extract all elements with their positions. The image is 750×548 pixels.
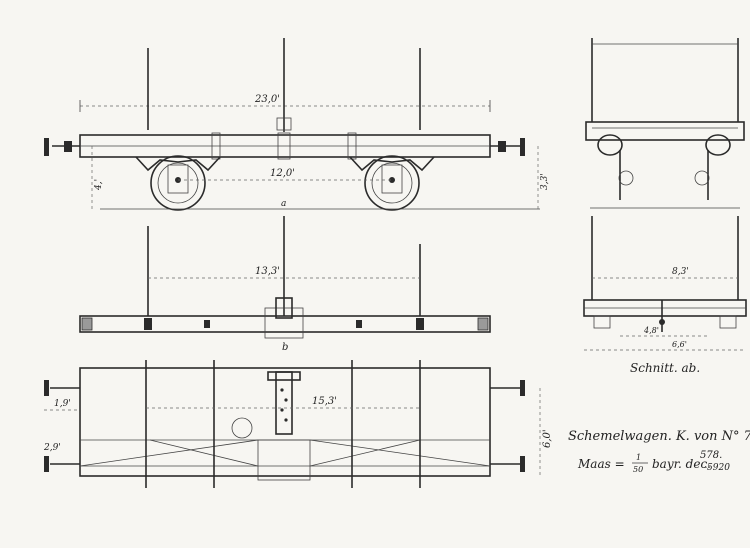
end-track-gauge-label: 4,8'	[643, 326, 659, 335]
title-scale-prefix: Maas =	[577, 457, 625, 471]
side-overall-height-label: 3,3'	[540, 173, 550, 190]
side-buffer-height-label: 4,'	[94, 179, 104, 191]
section-caption: Schnitt. ab.	[630, 361, 700, 375]
beam-section: 13,3' b	[79, 216, 491, 353]
plan-lower-left-label: 2,9'	[43, 443, 61, 453]
section-mark-b: b	[282, 342, 288, 353]
title-number-bottom: -5920	[704, 463, 730, 473]
end-section-width-label: 8,3'	[672, 267, 689, 277]
title-main: Schemelwagen. K. von N° 7	[568, 429, 750, 444]
cross-section: 8,3' 4,8' 6,6' Schnitt. ab.	[583, 216, 747, 375]
plan-inner-span-label: 15,3'	[312, 396, 337, 407]
side-wheelbase-label: 12,0'	[270, 168, 295, 179]
title-scale-denominator: 50	[633, 465, 643, 474]
plan-width-label: 6,0'	[542, 429, 553, 448]
title-scale-suffix: bayr. dec.	[652, 457, 711, 471]
end-outer-width-label: 6,6'	[672, 340, 687, 349]
title-number-top: 578.	[700, 450, 722, 461]
end-elevation	[585, 38, 745, 209]
side-total-length-label: 23,0'	[254, 94, 280, 105]
side-axle-mark: a	[281, 199, 286, 209]
top-beam-span-label: 13,3'	[255, 266, 280, 277]
side-elevation: 23,0' 12,0' a	[44, 38, 550, 211]
plan-left-offset-label: 1,9'	[54, 399, 71, 409]
title-block: Schemelwagen. K. von N° 7 578. -5920 Maa…	[568, 429, 750, 474]
plan-view: 15,3' 1,9' 2,9' 6,0'	[43, 360, 553, 488]
title-scale-numerator: 1	[636, 453, 641, 462]
